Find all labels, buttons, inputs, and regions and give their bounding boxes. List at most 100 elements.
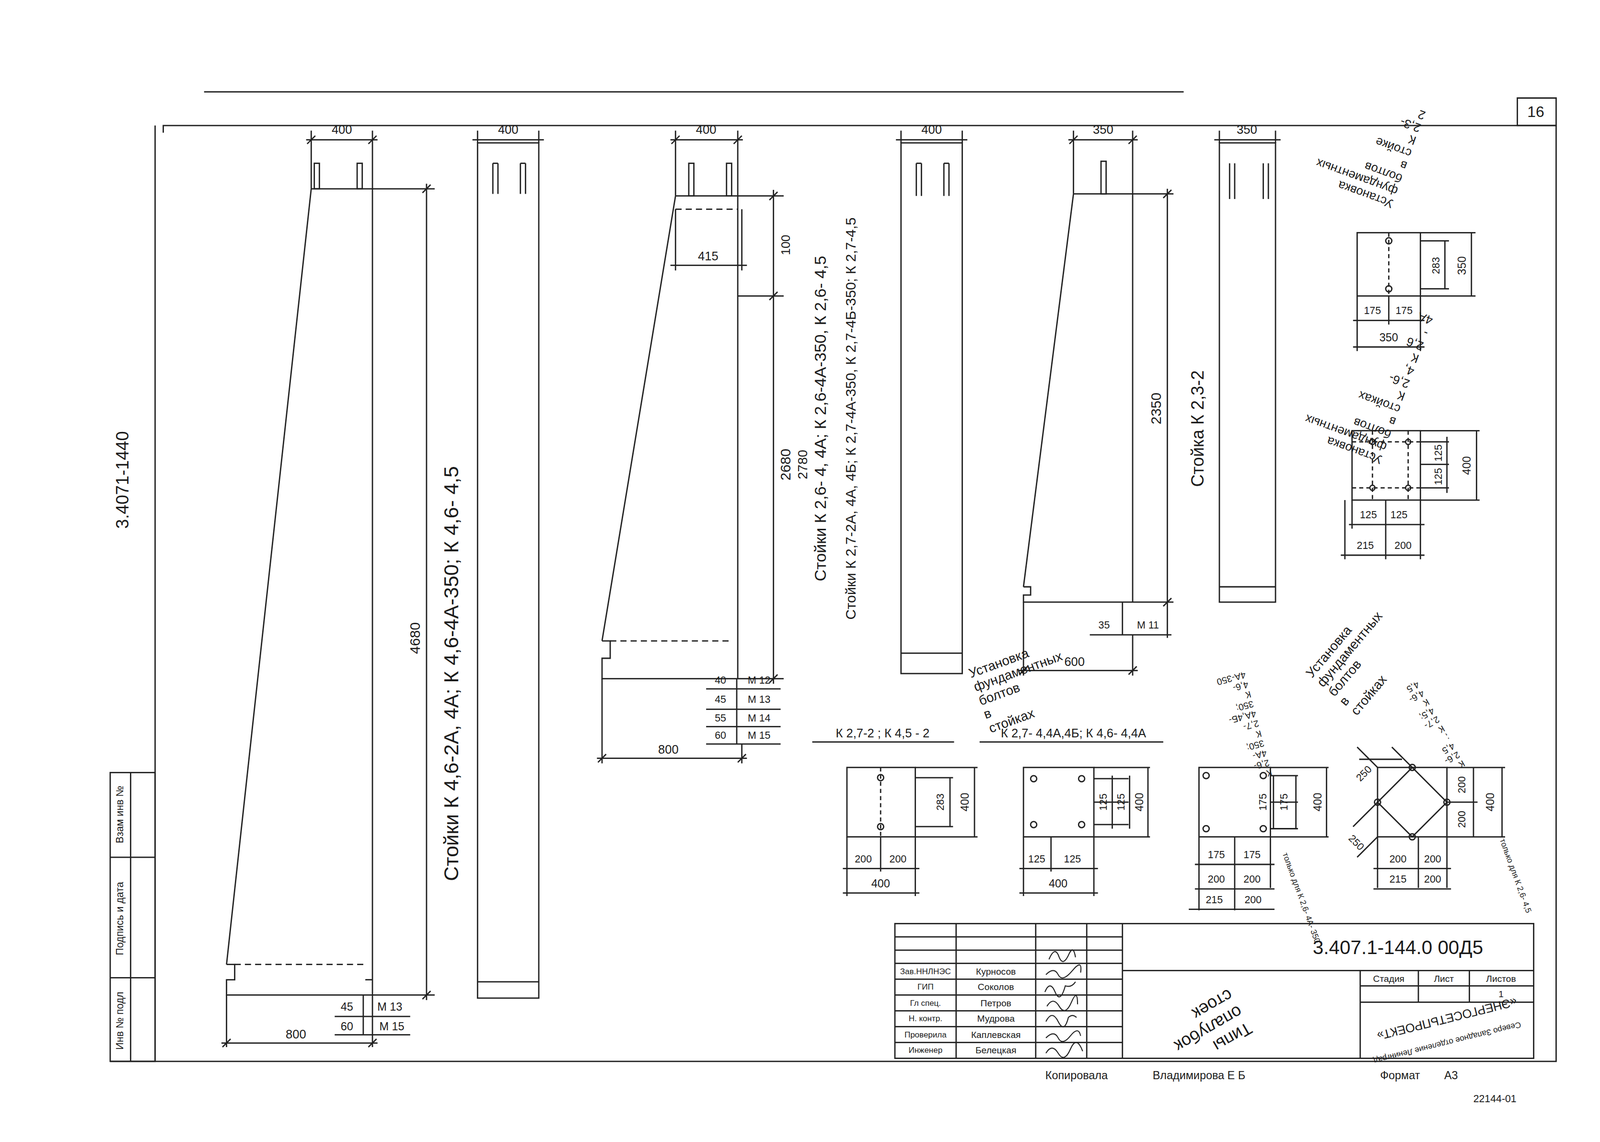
dimension: 200 xyxy=(1207,873,1226,885)
dimension: 125 xyxy=(1359,509,1378,521)
dimension: 125 xyxy=(1433,444,1445,462)
dimension: 45 xyxy=(714,694,727,706)
dimension: 35 xyxy=(1098,619,1111,631)
drawing-note: Каплевская xyxy=(971,1029,1021,1040)
dimension: 200 xyxy=(1243,873,1261,885)
drawing-note: Подпись и дата xyxy=(114,881,126,955)
dimension: 400 xyxy=(331,122,353,137)
drawing-note: Установка фундаментных болтов в стойках xyxy=(1303,670,1360,719)
dimension: 200 xyxy=(889,853,907,865)
drawing-note: К 2,6- 4А- 350; К 2,7- 4А,4Б- 350; К 4,6… xyxy=(1243,669,1274,778)
dimension: 100 xyxy=(778,234,793,256)
dimension: 175 xyxy=(1364,305,1382,317)
dimension: 200 xyxy=(854,853,872,865)
drawing-note: Стадия xyxy=(1373,973,1405,984)
dimension: 400 xyxy=(695,122,717,137)
drawing-note: Соколов xyxy=(977,981,1015,992)
drawing-note: К 2,7- 4,4А,4Б; К 4,6- 4,4А xyxy=(1000,725,1147,740)
dimension: 215 xyxy=(1389,873,1407,885)
drawing-note: Петров xyxy=(980,997,1012,1009)
drawing-note: Листов xyxy=(1485,973,1516,984)
drawing-note: Курносов xyxy=(975,966,1016,977)
drawing-note: Стойки К 2,6- 4, 4А; К 2,6-4А-350, К 2,6… xyxy=(811,255,830,581)
dimension: 2780 xyxy=(795,449,811,480)
dimension: 800 xyxy=(658,742,679,756)
dimension: 175 xyxy=(1257,793,1269,812)
dimension: 2350 xyxy=(1148,392,1165,424)
drawing-note: Инженер xyxy=(908,1045,943,1055)
drawing-note: Н. контр. xyxy=(908,1013,943,1023)
dimension: 400 xyxy=(921,122,942,137)
drawing-note: Мудрова xyxy=(977,1013,1015,1024)
dimension: 400 xyxy=(959,792,972,812)
bolt-mark: М 13 xyxy=(747,694,771,706)
dimension: 125 xyxy=(1390,509,1408,521)
drawing-note: ГИП xyxy=(917,982,934,992)
dimension: 175 xyxy=(1278,793,1290,812)
dimension: 250 xyxy=(1354,763,1375,784)
dimension: 125 xyxy=(1098,793,1110,812)
dimension: 175 xyxy=(1243,849,1261,861)
drawing-note: Белецкая xyxy=(975,1044,1017,1056)
drawing-note: 3.407.1-144.0 00Д5 xyxy=(1312,936,1484,958)
dimension: 200 xyxy=(1424,873,1442,885)
dimension: 2680 xyxy=(777,448,794,480)
drawing-note: Формат xyxy=(1379,1069,1420,1082)
drawing-note: Стойка К 2,3-2 xyxy=(1188,370,1208,487)
dimension: 125 xyxy=(1115,793,1127,812)
dimension: 175 xyxy=(1395,305,1414,317)
drawing-note: Типы опалубок стоек xyxy=(1224,985,1255,1036)
dimension: 55 xyxy=(714,712,727,724)
dimension: 800 xyxy=(285,1026,307,1041)
drawing-note: Стойки К 2,7-2А, 4А, 4Б; К 2,7-4А-350, К… xyxy=(843,217,859,620)
dimension: 215 xyxy=(1356,540,1375,552)
dimension: 125 xyxy=(1064,853,1082,865)
dimension: 200 xyxy=(1456,811,1468,829)
dimension: 350 xyxy=(1456,255,1469,275)
drawing-note: Установка фундаментных болтов в стойках xyxy=(966,666,993,736)
dimension: 400 xyxy=(1133,792,1147,812)
dimension: 283 xyxy=(935,793,947,812)
dimension: 350 xyxy=(1092,122,1114,137)
drawing-note: Взам инв № xyxy=(114,785,126,844)
dimension: 250 xyxy=(1345,833,1367,854)
dimension: 200 xyxy=(1424,853,1442,865)
bolt-mark: М 14 xyxy=(747,712,771,724)
sheet-number: 16 xyxy=(1527,104,1544,121)
dimension: 283 xyxy=(1431,256,1443,275)
dimension: 4680 xyxy=(407,621,424,654)
drawing-note: Зав.ННЛНЭС xyxy=(900,966,951,976)
drawing-note: только для К 2,6- 4А- 350 xyxy=(1280,851,1322,945)
dimension: 125 xyxy=(1028,853,1046,865)
dimension: 415 xyxy=(697,249,719,263)
archive-number: 3.4071-1440 xyxy=(113,430,133,529)
dimension: 175 xyxy=(1207,849,1226,861)
dimension: 200 xyxy=(1456,776,1468,794)
drawing-note: Гл спец. xyxy=(910,998,942,1008)
dimension: 600 xyxy=(1064,654,1085,668)
drawing-note: Лист xyxy=(1433,973,1454,984)
drawing-note: А3 xyxy=(1444,1069,1459,1082)
drawing-note: только для К 2,6- 4,5 xyxy=(1497,837,1533,915)
dimension: 200 xyxy=(1389,853,1407,865)
dimension: 215 xyxy=(1205,894,1224,906)
drawing-note: Установка фундаментных болтов в стойке К… xyxy=(1389,109,1427,211)
dimension: 200 xyxy=(1394,540,1412,552)
dimension: 125 xyxy=(1433,467,1445,486)
bolt-mark: М 11 xyxy=(1136,619,1160,631)
dimension: 400 xyxy=(1048,877,1068,891)
dimension: 60 xyxy=(340,1020,354,1033)
drawing-note: Инв № подл xyxy=(114,991,126,1050)
bolt-mark: М 13 xyxy=(377,1000,403,1014)
drawing-note: К 2,6- 4,5 ; К 2,7- 4,5; К 4,6- 4,5 xyxy=(1414,679,1467,768)
dimension: 60 xyxy=(714,730,727,742)
column-caption: Стойки К 4,6-2А, 4А; К 4,6-4А-350; К 4,6… xyxy=(439,465,463,881)
dimension: 350 xyxy=(1379,331,1399,345)
dimension: 400 xyxy=(498,122,519,137)
drawing-note: 22144-01 xyxy=(1473,1093,1517,1105)
drawing-note: К 2,7-2 ; К 4,5 - 2 xyxy=(835,725,930,740)
drawing-note: Владимирова Е Б xyxy=(1152,1069,1246,1082)
dimension: 350 xyxy=(1236,122,1258,137)
dimension: 40 xyxy=(714,674,727,686)
